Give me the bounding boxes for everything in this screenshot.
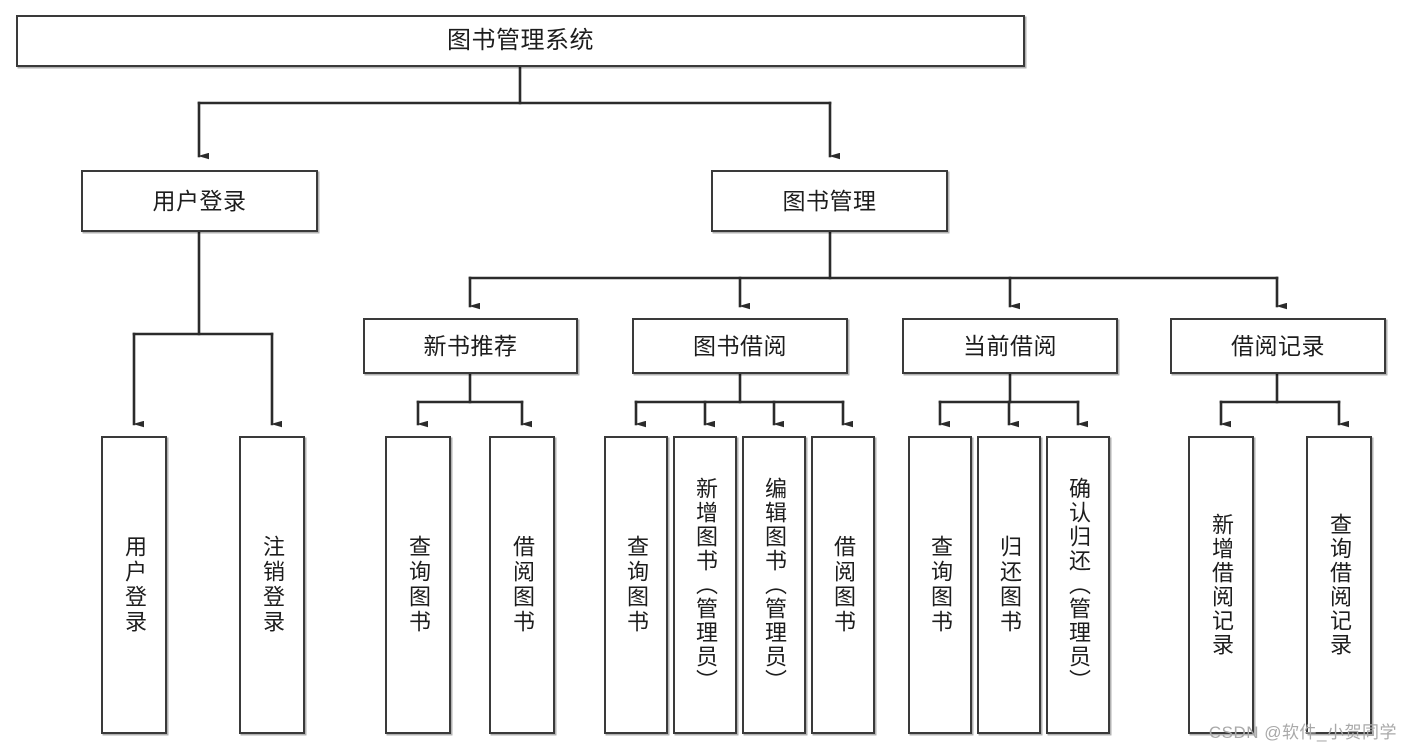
node-book-borrow[interactable]: 图书借阅	[632, 318, 848, 374]
node-borrow-record[interactable]: 借阅记录	[1170, 318, 1386, 374]
node-leaf-add-book-admin[interactable]: 新增图书（管理员）	[673, 436, 737, 734]
node-leaf-query-book-borrow-label: 查询图书	[624, 535, 649, 635]
node-leaf-return-book[interactable]: 归还图书	[977, 436, 1041, 734]
node-leaf-query-book-current-label: 查询图书	[928, 535, 953, 635]
node-leaf-confirm-return-admin[interactable]: 确认归还（管理员）	[1046, 436, 1110, 734]
node-root-label: 图书管理系统	[447, 27, 594, 54]
node-leaf-query-book-recommend[interactable]: 查询图书	[385, 436, 451, 734]
node-book-management-label: 图书管理	[782, 187, 877, 214]
node-leaf-logout-label: 注销登录	[260, 535, 285, 635]
node-current-borrow-label: 当前借阅	[963, 332, 1057, 359]
node-leaf-borrow-book[interactable]: 借阅图书	[811, 436, 875, 734]
node-borrow-record-label: 借阅记录	[1231, 332, 1325, 359]
node-leaf-query-book-borrow[interactable]: 查询图书	[604, 436, 668, 734]
node-leaf-query-borrow-record-label: 查询借阅记录	[1327, 513, 1352, 657]
node-leaf-borrow-book-label: 借阅图书	[831, 535, 856, 635]
node-new-book-recommend[interactable]: 新书推荐	[363, 318, 578, 374]
node-leaf-add-borrow-record[interactable]: 新增借阅记录	[1188, 436, 1254, 734]
node-leaf-return-book-label: 归还图书	[997, 535, 1022, 635]
node-user-login-label: 用户登录	[152, 187, 247, 214]
node-leaf-query-borrow-record[interactable]: 查询借阅记录	[1306, 436, 1372, 734]
node-leaf-user-login[interactable]: 用户登录	[101, 436, 167, 734]
node-leaf-user-login-label: 用户登录	[122, 535, 147, 635]
node-new-book-recommend-label: 新书推荐	[423, 332, 518, 359]
node-leaf-add-book-admin-label: 新增图书（管理员）	[693, 477, 718, 693]
node-current-borrow[interactable]: 当前借阅	[902, 318, 1118, 374]
node-book-borrow-label: 图书借阅	[693, 332, 787, 359]
node-leaf-borrow-book-recommend-label: 借阅图书	[510, 535, 535, 635]
node-leaf-edit-book-admin[interactable]: 编辑图书（管理员）	[742, 436, 806, 734]
node-leaf-edit-book-admin-label: 编辑图书（管理员）	[762, 477, 787, 693]
node-leaf-logout[interactable]: 注销登录	[239, 436, 305, 734]
node-leaf-borrow-book-recommend[interactable]: 借阅图书	[489, 436, 555, 734]
node-book-management[interactable]: 图书管理	[711, 170, 948, 232]
node-leaf-query-book-current[interactable]: 查询图书	[908, 436, 972, 734]
node-leaf-confirm-return-admin-label: 确认归还（管理员）	[1066, 477, 1091, 693]
node-leaf-add-borrow-record-label: 新增借阅记录	[1209, 513, 1234, 657]
node-root-book-management-system[interactable]: 图书管理系统	[16, 15, 1025, 67]
node-leaf-query-book-recommend-label: 查询图书	[406, 535, 431, 635]
node-user-login[interactable]: 用户登录	[81, 170, 318, 232]
